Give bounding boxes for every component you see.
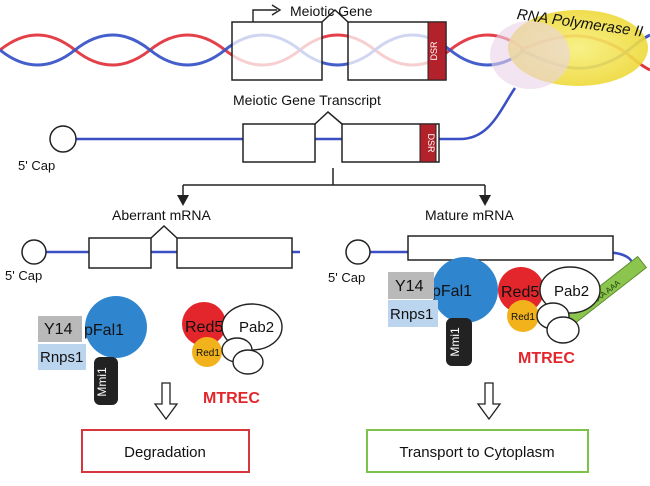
left-mmi1-box (94, 357, 118, 405)
mature-mrna-panel: Mature mRNA 5' Cap AAA AAA pFal1 Y14 Rnp… (328, 207, 648, 473)
right-mmi1-box (446, 318, 472, 366)
right-red5-label: Red5 (501, 284, 539, 301)
left-pab2-label: Pab2 (239, 319, 274, 336)
transport-label: Transport to Cytoplasm (399, 444, 554, 461)
left-y14-box (38, 316, 82, 342)
left-red5-label: Red5 (185, 319, 223, 336)
dsr-label-transcript: DSR (426, 133, 436, 153)
right-mtrec-subunit-b (546, 316, 580, 344)
left-red1-blob (192, 337, 222, 367)
branch-arrows (177, 168, 491, 206)
mature-cap-icon (345, 239, 371, 265)
right-pfal1-complex: pFal1 Y14 Rnps1 Mmi1 (388, 257, 498, 366)
aberrant-cap-icon (21, 239, 47, 265)
transcript-cap-icon (49, 125, 77, 153)
right-pab2-blob (539, 266, 601, 314)
right-mmi1-label: Mmi1 (448, 327, 462, 357)
transcript-cap-label: 5' Cap (18, 158, 55, 173)
mature-title: Mature mRNA (425, 207, 514, 223)
left-red5-blob (182, 302, 226, 346)
mature-cap-label: 5' Cap (328, 270, 365, 285)
gene-label: Meiotic Gene (290, 3, 373, 19)
degradation-label: Degradation (124, 444, 206, 461)
right-pab2-label: Pab2 (554, 283, 589, 300)
transcript-exon-1 (242, 123, 316, 163)
right-pfal1-blob (432, 257, 498, 323)
right-y14-box (388, 272, 434, 299)
right-rnps1-box (388, 300, 438, 327)
transcript: Meiotic Gene Transcript 5' Cap DSR (18, 87, 517, 173)
right-y14-label: Y14 (395, 278, 424, 295)
left-mtrec-label: MTREC (203, 390, 260, 407)
aberrant-intron-line (150, 224, 178, 239)
right-mtrec-label: MTREC (518, 350, 575, 367)
intron-line-transcript (314, 110, 343, 125)
left-pfal1-complex: pFal1 Y14 Rnps1 Mmi1 (38, 296, 147, 405)
left-rnps1-label: Rnps1 (40, 349, 83, 366)
meiotic-gene: DSR Meiotic Gene (231, 3, 447, 81)
aberrant-exon-1 (88, 237, 152, 269)
rna-polymerase-ii: RNA Polymerase II (490, 6, 648, 89)
degradation-box (81, 429, 250, 473)
transport-box (366, 429, 589, 473)
aberrant-mrna-panel: Aberrant mRNA 5' Cap pFal1 Y14 Rnps1 Mmi… (5, 207, 300, 473)
right-rnps1-label: Rnps1 (390, 306, 433, 323)
dsr-box-transcript (419, 123, 437, 163)
left-pfal1-blob (85, 296, 147, 358)
left-down-arrow-icon (153, 382, 179, 421)
aberrant-title: Aberrant mRNA (112, 207, 211, 223)
tss-arrow-icon (252, 4, 282, 22)
mature-exon (407, 235, 614, 261)
left-y14-label: Y14 (44, 321, 73, 338)
left-mtrec-subunit-b (232, 349, 264, 375)
dsr-box-top (427, 21, 447, 81)
transcript-label: Meiotic Gene Transcript (233, 92, 381, 108)
left-rnps1-box (38, 344, 86, 370)
right-red1-blob (507, 300, 539, 332)
transcript-rna-line (75, 87, 517, 141)
right-red5-blob (498, 267, 544, 313)
intron-line-top (321, 8, 349, 23)
left-mmi1-label: Mmi1 (95, 367, 109, 397)
right-red1-label: Red1 (511, 312, 535, 323)
left-red1-label: Red1 (196, 348, 220, 359)
left-mtrec-complex: Red5 Pab2 Red1 MTREC (182, 302, 283, 407)
right-mtrec-complex: Red5 Pab2 Red1 MTREC (498, 266, 601, 367)
aberrant-exon-2 (176, 237, 293, 269)
right-pfal1-label: pFal1 (432, 283, 472, 300)
left-pfal1-label: pFal1 (84, 322, 124, 339)
dsr-label-top: DSR (429, 41, 439, 61)
right-down-arrow-icon (476, 382, 502, 421)
aberrant-cap-label: 5' Cap (5, 268, 42, 283)
